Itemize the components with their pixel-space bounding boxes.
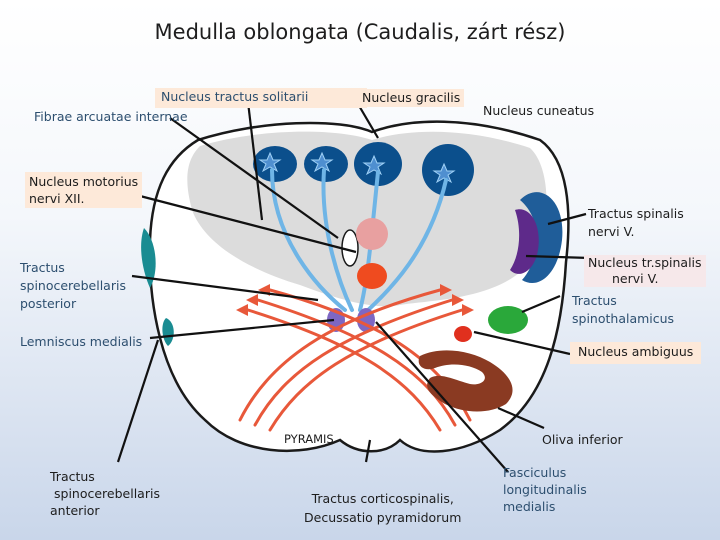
label-tst-line1: Tractus: [572, 293, 617, 308]
label-tscp-line1: Tractus: [20, 260, 65, 275]
label-nucleus-motorius-line2: nervi XII.: [29, 191, 85, 206]
tractus-spinocerebellaris-anterior: [162, 318, 174, 346]
label-tsca-line1: Tractus: [50, 469, 95, 484]
label-nucleus-ambiguus: Nucleus ambiguus: [570, 342, 702, 364]
label-oliva-inferior: Oliva inferior: [542, 432, 623, 447]
label-tst-line2: spinothalamicus: [572, 311, 675, 326]
label-tractus-spinalis-line2: nervi V.: [588, 224, 635, 239]
tractus-spinalis-nervi-v: [520, 192, 563, 284]
label-ntsv-line1: Nucleus tr.spinalis: [588, 255, 702, 270]
label-tsca-line2: spinocerebellaris: [54, 486, 160, 501]
label-tractus-spinocerebellaris-posterior: Tractus spinocerebellaris posterior: [20, 259, 126, 313]
nucleus-cuneatus: [422, 144, 474, 196]
label-tsca-line3: anterior: [50, 503, 100, 518]
page-title: Medulla oblongata (Caudalis, zárt rész): [154, 20, 566, 44]
nucleus-tractus-solitarii: [356, 218, 388, 250]
nucleus-gracilis-left: [253, 146, 297, 182]
label-tractus-spinothalamicus: Tractus spinothalamicus: [572, 292, 674, 328]
label-fibrae-arcuatae-internae: Fibrae arcuatae internae: [34, 109, 188, 124]
label-tscp-line3: posterior: [20, 296, 77, 311]
label-nucleus-motorius-line1: Nucleus motorius: [29, 174, 139, 189]
label-tractus-spinalis-line1: Tractus spinalis: [588, 206, 684, 221]
label-tractus-spinocerebellaris-anterior: Tractus spinocerebellaris anterior: [50, 468, 160, 519]
label-flm-line2: longitudinalis: [503, 482, 587, 497]
nucleus-tr-spinalis-nervi-v: [510, 209, 539, 274]
label-ntsv-line2: nervi V.: [612, 271, 659, 286]
label-tcs-line1: Tractus corticospinalis,: [311, 491, 454, 506]
label-nucleus-tr-spinalis-nervi-v: Nucleus tr.spinalis nervi V.: [584, 255, 706, 287]
label-flm-line3: medialis: [503, 499, 556, 514]
label-tractus-corticospinalis: Tractus corticospinalis, Decussatio pyra…: [304, 489, 461, 527]
label-fasciculus-longitudinalis-medialis: Fasciculus longitudinalis medialis: [503, 464, 587, 515]
nucleus-ambiguus: [454, 326, 472, 342]
tractus-spinothalamicus: [488, 306, 528, 334]
label-nucleus-gracilis: Nucleus gracilis: [358, 89, 465, 107]
label-nucleus-cuneatus: Nucleus cuneatus: [483, 103, 595, 118]
label-lemniscus-medialis: Lemniscus medialis: [20, 334, 143, 349]
nucleus-motorius-xii: [357, 263, 387, 289]
label-pyramis: PYRAMIS: [284, 432, 334, 446]
label-tcs-line2: Decussatio pyramidorum: [304, 510, 462, 525]
label-tscp-line2: spinocerebellaris: [20, 278, 126, 293]
tractus-spinocerebellaris-posterior: [141, 228, 156, 288]
label-flm-line1: Fasciculus: [503, 465, 567, 480]
label-nucleus-motorius-xii: Nucleus motorius nervi XII.: [25, 172, 143, 208]
label-nucleus-tractus-solitarii: Nucleus tractus solitarii: [155, 88, 367, 108]
label-tractus-spinalis-nervi-v: Tractus spinalis nervi V.: [588, 205, 684, 241]
